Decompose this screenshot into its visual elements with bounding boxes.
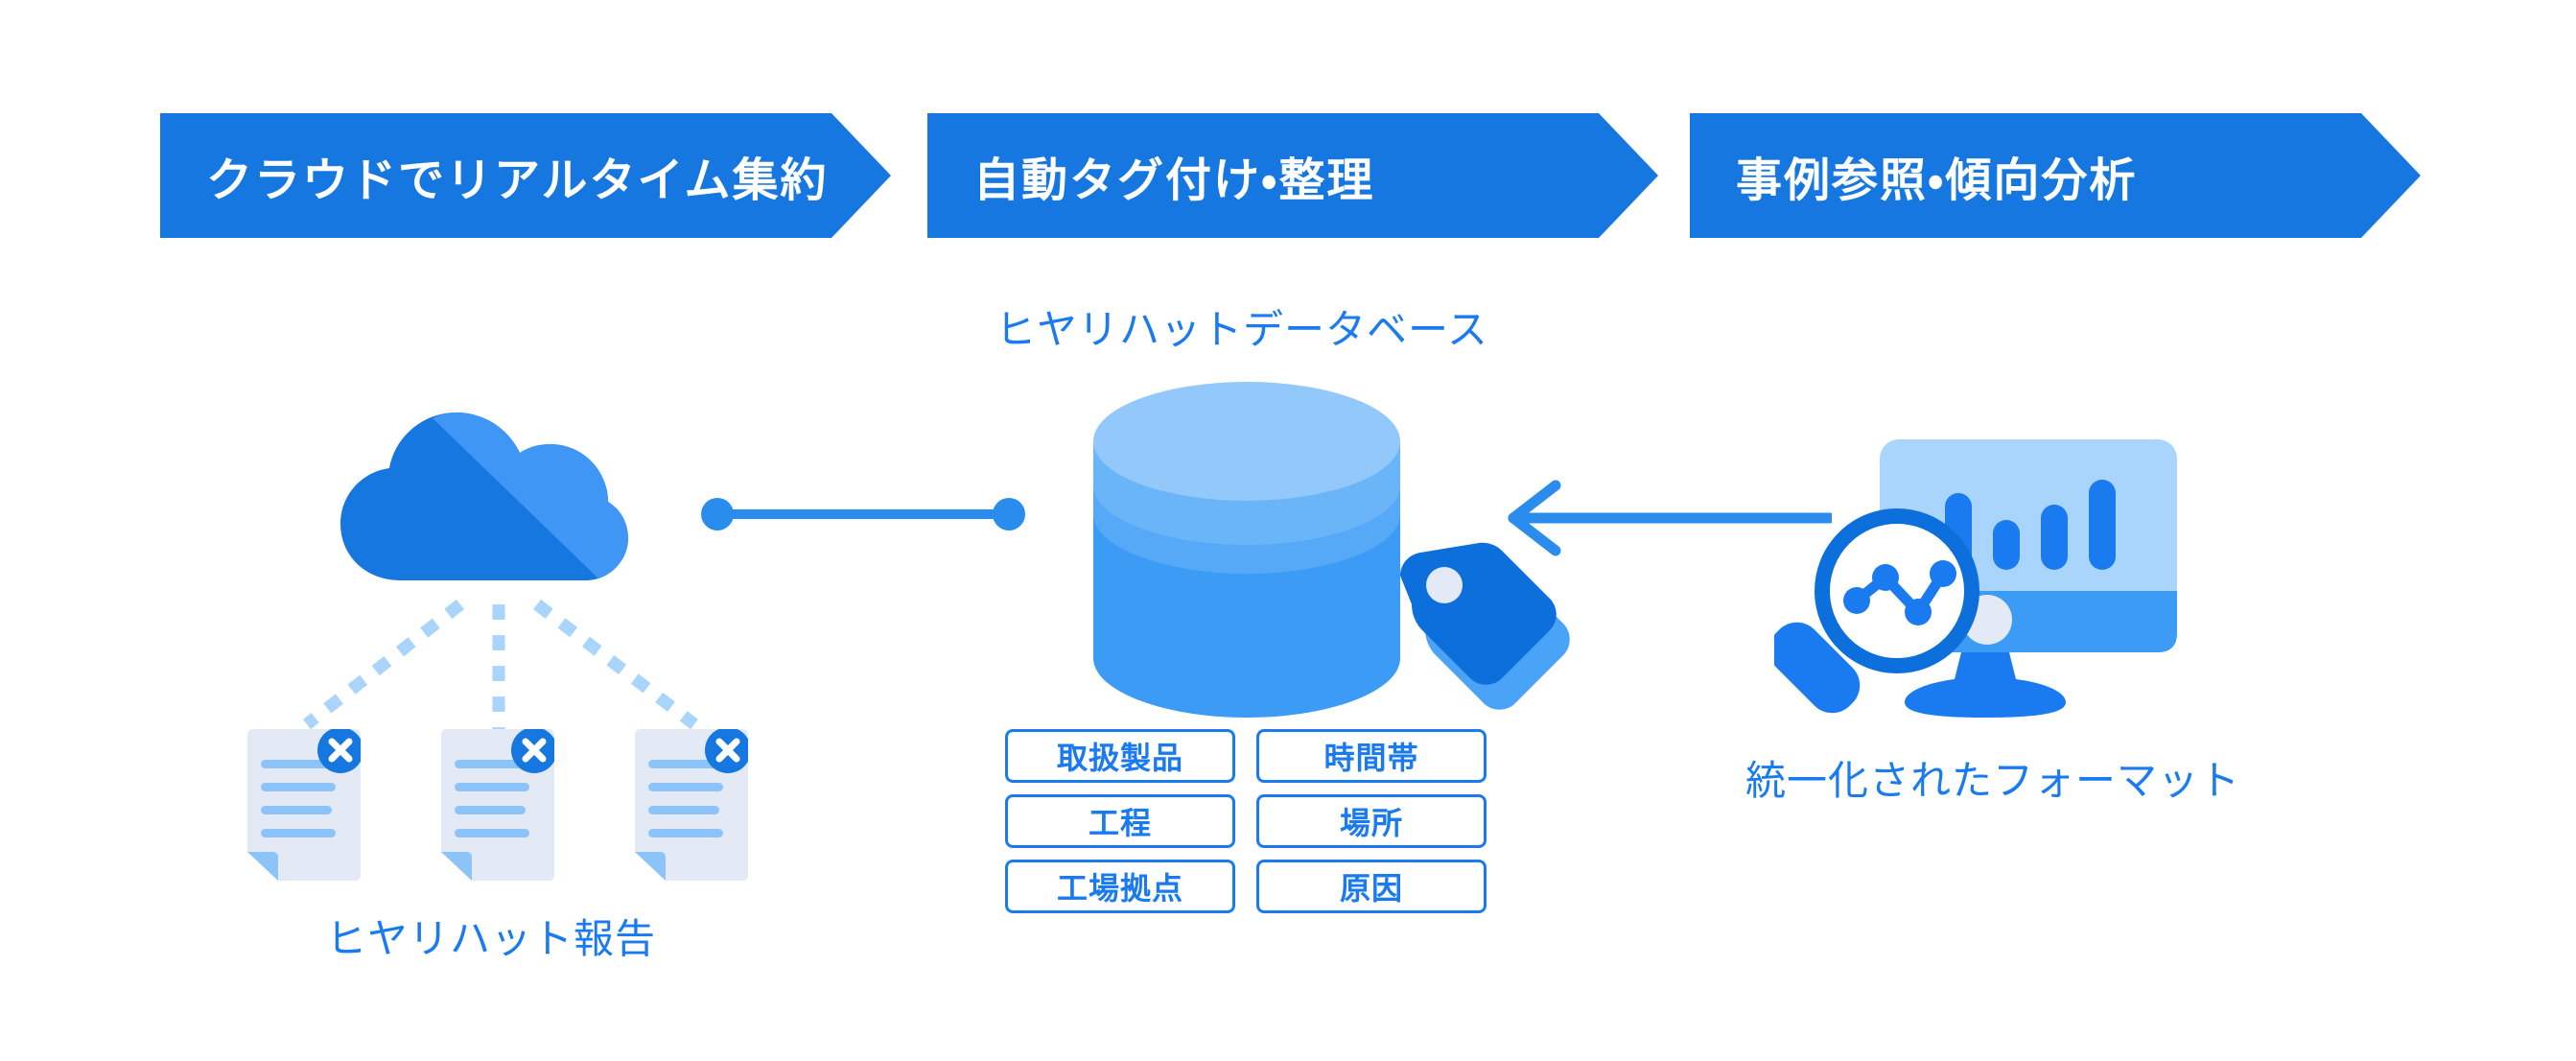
tag-chip-timeslot[interactable]: 時間帯 bbox=[1256, 729, 1487, 783]
tag-chip-product[interactable]: 取扱製品 bbox=[1005, 729, 1235, 783]
reports-caption: ヒヤリハット報告 bbox=[326, 916, 657, 961]
process-step-label-3: 事例参照・傾向分析 bbox=[1736, 155, 2138, 206]
banner-arrow-tip bbox=[1599, 113, 1658, 238]
tag-chip-factory[interactable]: 工場拠点 bbox=[1005, 860, 1235, 913]
process-step-banner-2[interactable]: 自動タグ付け・整理 bbox=[927, 113, 1658, 238]
process-step-label-1: クラウドでリアルタイム集約 bbox=[206, 155, 829, 206]
monitor-analytics-icon bbox=[1774, 439, 2177, 718]
document-error-icon bbox=[635, 729, 748, 881]
process-step-banner-1[interactable]: クラウドでリアルタイム集約 bbox=[160, 113, 891, 238]
process-step-banner-3[interactable]: 事例参照・傾向分析 bbox=[1690, 113, 2421, 238]
tag-chip-cause[interactable]: 原因 bbox=[1256, 860, 1487, 913]
dashed-fan-lines bbox=[302, 599, 698, 730]
tag-chip-location[interactable]: 場所 bbox=[1256, 794, 1487, 848]
database-caption: ヒヤリハットデータベース bbox=[995, 307, 1488, 352]
process-step-label-2: 自動タグ付け・整理 bbox=[973, 155, 1375, 206]
left-arrow-icon bbox=[1508, 480, 1832, 556]
banner-body bbox=[160, 113, 831, 238]
banner-arrow-tip bbox=[2361, 113, 2421, 238]
format-caption: 統一化されたフォーマット bbox=[1745, 758, 2241, 803]
tag-chip-grid: 取扱製品 時間帯 工程 場所 工場拠点 原因 bbox=[1005, 729, 1487, 913]
tag-icon bbox=[1400, 542, 1570, 710]
tag-chip-process[interactable]: 工程 bbox=[1005, 794, 1235, 848]
document-error-icon bbox=[247, 729, 361, 881]
banner-body bbox=[927, 113, 1599, 238]
database-cylinder-icon bbox=[1093, 382, 1400, 718]
banner-arrow-tip bbox=[831, 113, 891, 238]
cloud-icon bbox=[340, 413, 628, 580]
banner-body bbox=[1690, 113, 2361, 238]
document-error-icon bbox=[441, 729, 554, 881]
dotted-connector-line bbox=[701, 498, 1025, 530]
